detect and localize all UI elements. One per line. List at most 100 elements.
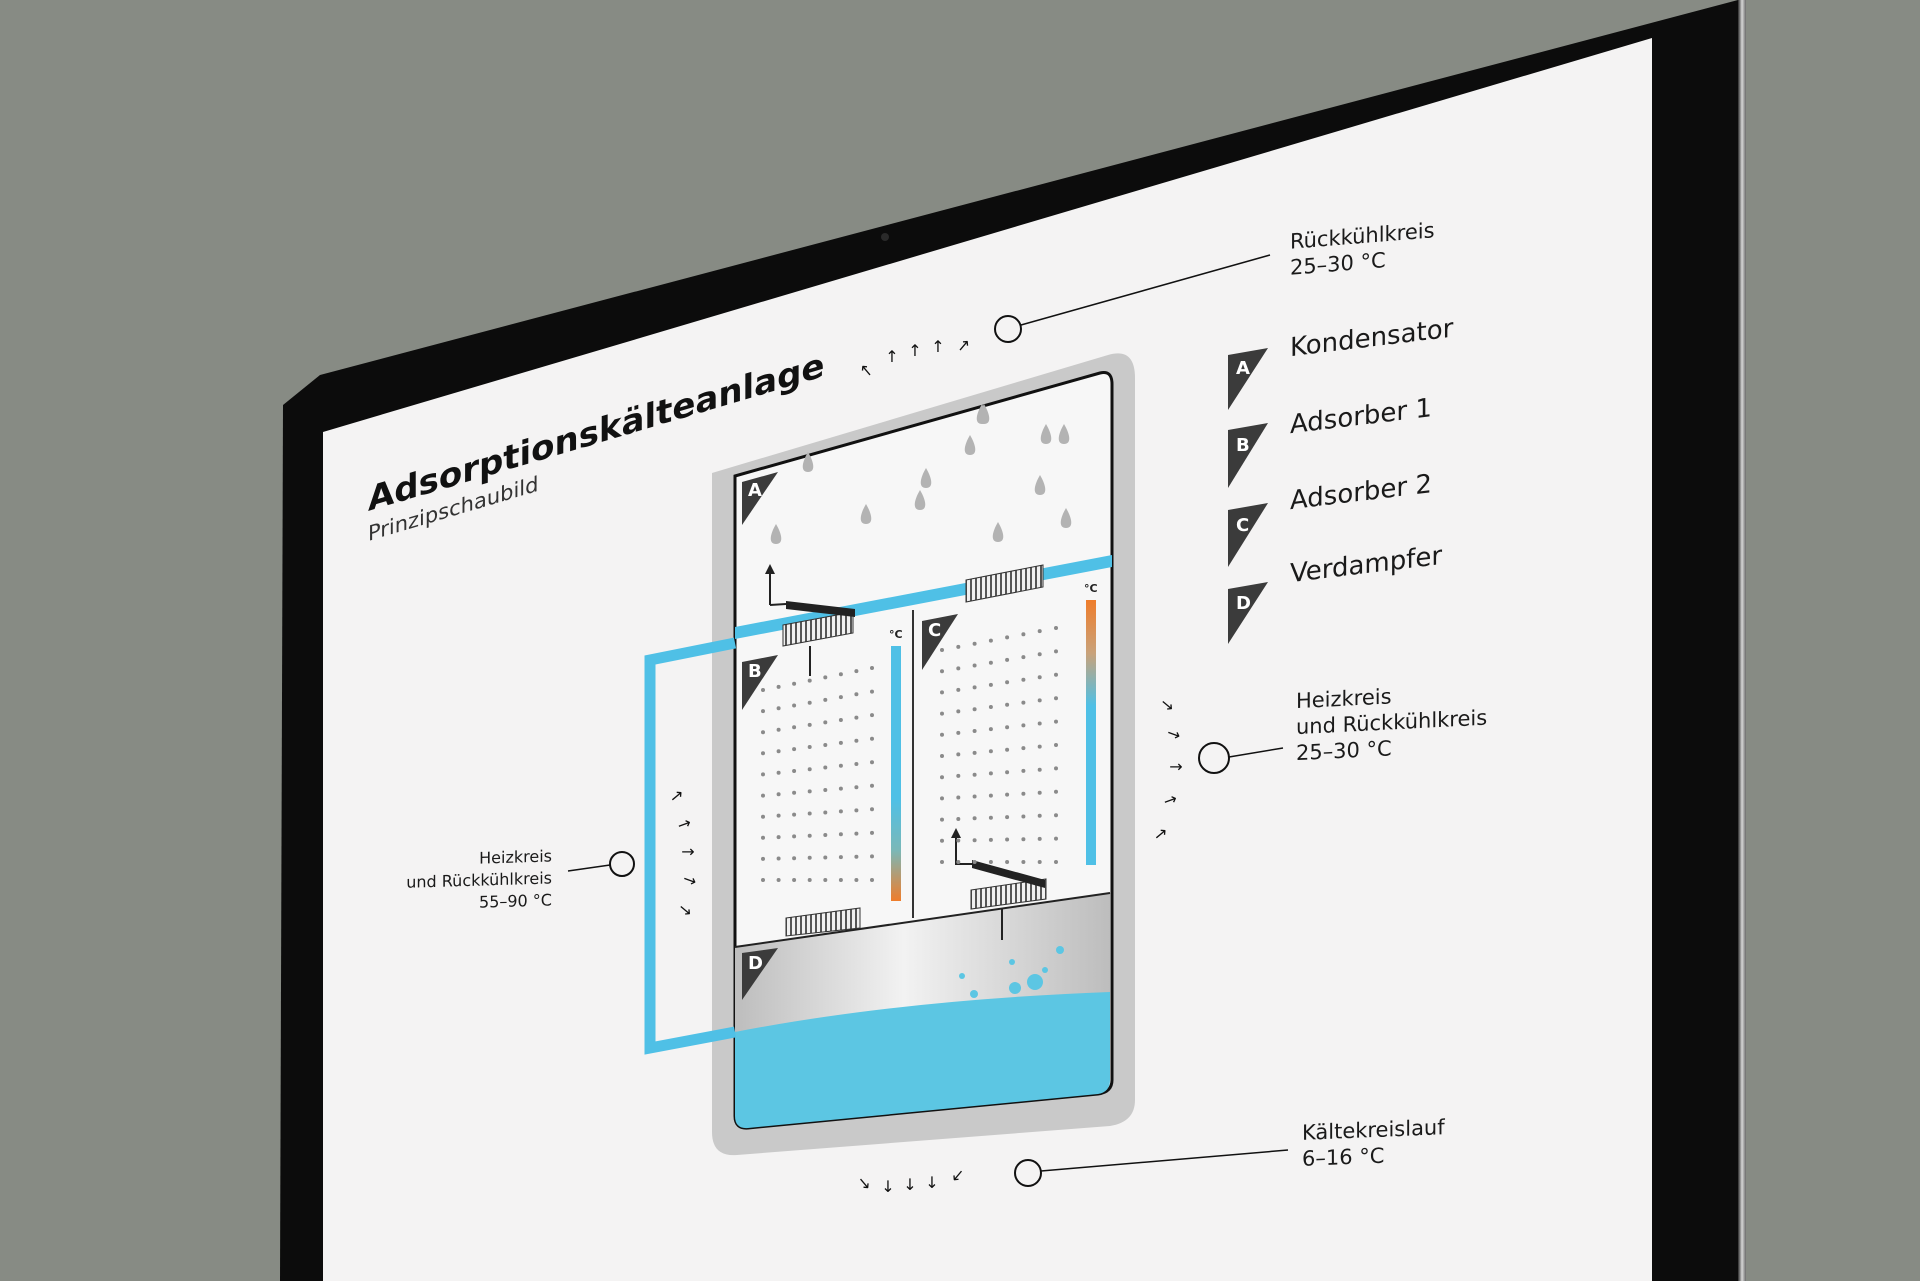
adsorbent-dot — [854, 762, 859, 766]
adsorbent-dot — [792, 681, 797, 686]
adsorbent-dot — [1037, 836, 1042, 841]
adsorbent-dot — [776, 792, 781, 797]
svg-text:C: C — [1236, 515, 1249, 536]
adsorbent-dot — [1037, 675, 1042, 680]
adsorbent-dot — [1054, 672, 1058, 677]
adsorbent-dot — [870, 830, 874, 835]
adsorbent-dot — [1054, 836, 1058, 841]
adsorbent-dot — [988, 860, 993, 864]
adsorbent-dot — [807, 789, 812, 794]
droplet — [920, 468, 932, 488]
evaporator-water — [735, 992, 1110, 1129]
adsorbent-dot — [940, 775, 944, 780]
adsorbent-dot — [956, 709, 961, 714]
adsorbent-dot — [807, 811, 812, 816]
adsorbent-dot — [972, 707, 977, 712]
adsorbent-dot — [956, 860, 961, 864]
adsorbent-dot — [1021, 814, 1026, 819]
marker-b: B — [742, 655, 778, 710]
valve-flap-left — [786, 601, 855, 617]
adsorbent-dot — [761, 835, 765, 840]
adsorbent-dot — [823, 720, 828, 725]
adsorbent-dot — [870, 878, 874, 882]
adsorbent-dot — [807, 878, 812, 882]
webcam — [881, 233, 889, 241]
svg-text:B: B — [1236, 435, 1250, 456]
droplet — [992, 522, 1004, 542]
adsorbent-dot — [1005, 725, 1010, 730]
flow-arrow: → — [1169, 757, 1182, 776]
flow-arrow: ↓ — [881, 1177, 894, 1196]
adsorbent-dot — [823, 743, 828, 747]
adsorbent-dot — [1021, 655, 1026, 660]
adsorbent-dot — [956, 752, 961, 757]
adsorbent-dot — [1005, 792, 1010, 797]
adsorbent-dot — [1037, 721, 1042, 726]
adsorbent-dot — [1054, 743, 1058, 747]
thermometer-adsorber-1 — [891, 646, 901, 901]
adsorbent-dot — [761, 814, 765, 819]
adsorbent-dot — [807, 678, 812, 683]
adsorbent-dot — [1037, 744, 1042, 749]
adsorbent-dot — [1054, 860, 1058, 864]
adsorbent-dot — [792, 878, 797, 882]
adsorbent-dot — [1037, 629, 1042, 634]
adsorbent-dot — [1005, 815, 1010, 820]
svg-text:A: A — [748, 480, 762, 501]
adsorbent-dot — [1021, 677, 1026, 682]
adsorbent-dot — [972, 816, 977, 821]
adsorbent-dot — [776, 684, 781, 689]
adsorbent-dot — [838, 832, 843, 837]
adsorbent-dot — [807, 855, 812, 860]
adsorbent-dot — [1005, 680, 1010, 685]
adsorbent-dot — [1021, 746, 1026, 751]
adsorbent-dot — [838, 855, 843, 860]
adsorbent-dot — [807, 722, 812, 727]
flow-arrow: → — [1161, 789, 1180, 811]
adsorbent-dot — [838, 695, 843, 700]
adsorbent-dot — [988, 705, 993, 709]
adsorbent-dot — [1005, 747, 1010, 752]
adsorbent-dot — [838, 786, 843, 791]
adsorbent-dot — [972, 750, 977, 755]
circuit-left-line2: und Rückkühlkreis — [406, 868, 552, 891]
adsorbent-dot — [870, 807, 874, 812]
adsorbent-dot — [1037, 652, 1042, 657]
adsorbent-dot — [776, 878, 781, 882]
adsorbent-dot — [870, 783, 874, 788]
adsorbent-dot — [988, 771, 993, 776]
monitor-edge — [1738, 0, 1746, 1281]
adsorbent-dot — [956, 644, 961, 649]
adsorbent-dot — [761, 772, 765, 777]
adsorbent-dot — [940, 690, 944, 695]
adsorbent-dot — [1054, 626, 1058, 630]
adsorbent-dot — [854, 808, 859, 813]
adsorbent-dot — [972, 794, 977, 799]
circuit-bottom-marker — [1014, 1159, 1042, 1187]
adsorbent-dot — [792, 834, 797, 839]
droplet — [1034, 475, 1046, 495]
droplet — [964, 435, 976, 455]
adsorbent-dot — [854, 854, 859, 859]
adsorbent-dot — [1005, 860, 1010, 864]
adsorbent-dot — [1054, 696, 1058, 701]
adsorbent-dot — [776, 706, 781, 711]
adsorbent-dot — [1054, 813, 1058, 818]
adsorbent-dot — [1021, 632, 1026, 637]
marker-a: A — [742, 472, 778, 525]
adsorbent-dot — [1054, 719, 1058, 724]
adsorbent-dot — [854, 692, 859, 697]
droplet — [1040, 424, 1052, 444]
circuit-right-temp: 25–30 °C — [1296, 735, 1392, 765]
svg-text:B: B — [748, 661, 762, 682]
circuit-bottom-name: Kältekreislauf — [1302, 1115, 1445, 1145]
adsorbent-dot — [776, 749, 781, 754]
adsorbent-dot — [1005, 635, 1010, 640]
adsorbent-dot — [940, 711, 944, 716]
adsorbent-dot — [1021, 860, 1026, 864]
adsorbent-dot — [972, 860, 977, 864]
adsorbent-dot — [823, 788, 828, 792]
adsorbent-dot — [776, 727, 781, 732]
adsorbent-dot — [1054, 766, 1058, 771]
adsorbent-dot — [972, 663, 977, 668]
